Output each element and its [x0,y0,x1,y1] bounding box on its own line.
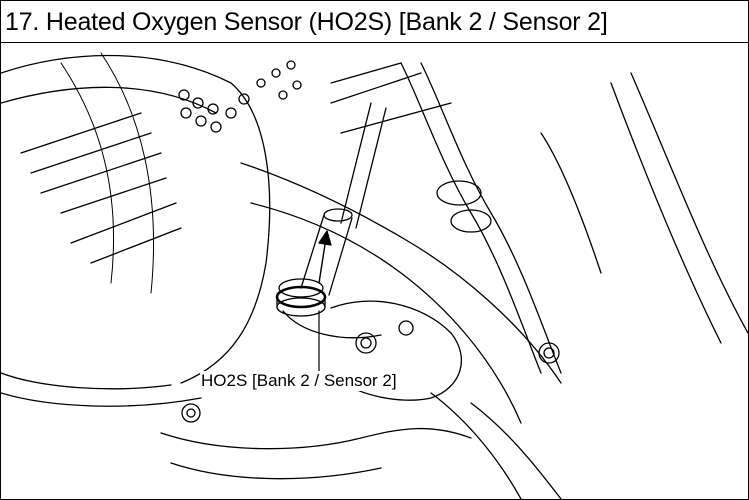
callout-label: HO2S [Bank 2 / Sensor 2] [200,371,398,391]
lower-bolt [181,342,560,423]
exhaust-pipe [240,62,562,424]
bolt-pattern [178,60,302,133]
engine-housing [1,52,271,407]
sensor-cable [400,62,748,374]
page-title: 17. Heated Oxygen Sensor (HO2S) [Bank 2 … [5,8,608,36]
engine-illustration [1,43,748,499]
ho2s-sensor [275,102,387,339]
mounting-flange [330,300,462,401]
title-bar: 17. Heated Oxygen Sensor (HO2S) [Bank 2 … [1,1,748,43]
arrow-icon [318,230,332,284]
lower-bracket [160,392,562,499]
